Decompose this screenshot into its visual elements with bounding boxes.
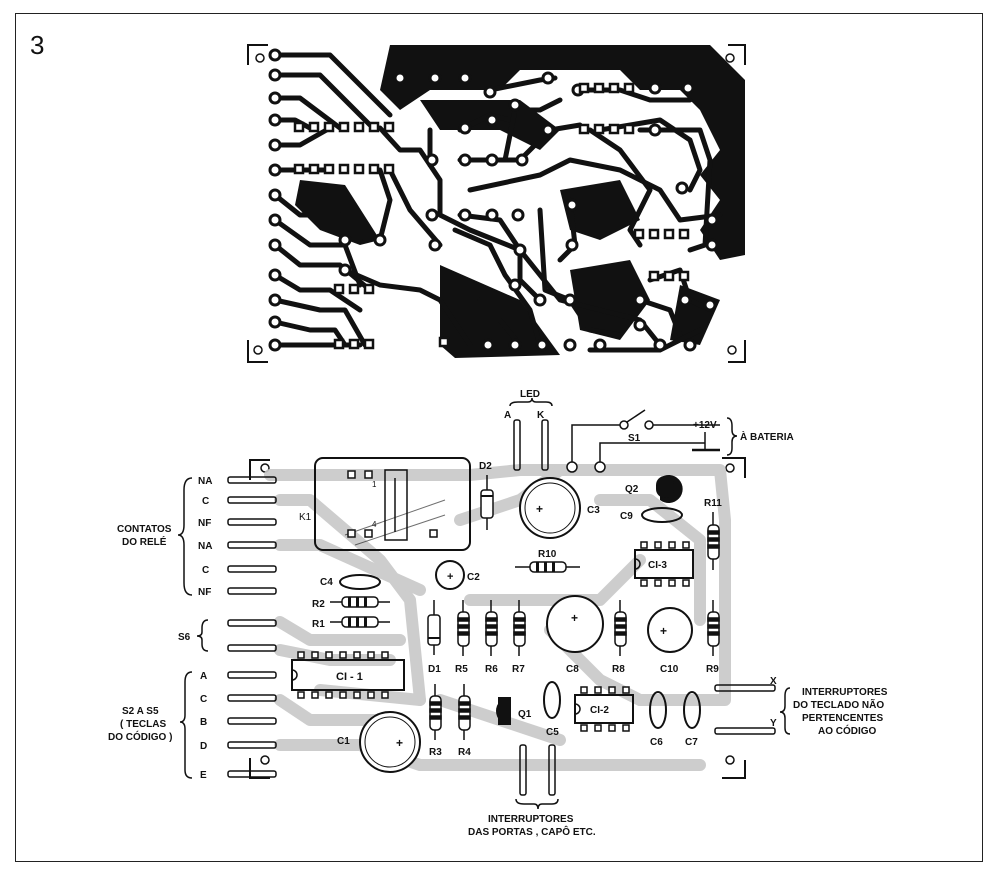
label-s6: S6 [178,632,191,643]
label-c7: C7 [685,737,698,748]
label-plus12v: +12V [693,420,717,431]
label-c5: C5 [546,727,559,738]
label-k1: K1 [299,512,312,523]
label-r10: R10 [538,549,557,560]
label-c8: C8 [566,664,579,675]
label-y: Y [770,718,777,729]
code-caption-line-2: ( TECLAS [120,719,166,730]
svg-text:+: + [660,624,667,638]
label-r7: R7 [512,664,525,675]
right-caption-line-3: PERTENCENTES [802,713,883,724]
label-d2: D2 [479,461,492,472]
label-q2: Q2 [625,484,639,495]
code-pin-d: D [200,741,207,752]
relay-caption-line-1: CONTATOS [117,524,172,535]
label-ci-3: CI-3 [648,560,667,571]
figure-number: 3 [30,30,45,60]
relay-pin-nf-1: NF [198,518,211,529]
relay-pin-na-1: NA [198,476,212,487]
relay-pin-c-2: C [202,565,209,576]
label-ci-1: CI - 1 [336,671,363,683]
relay-pin-na-2: NA [198,541,212,552]
label-r3: R3 [429,747,442,758]
svg-text:+: + [396,736,403,750]
svg-text:+: + [536,502,543,516]
label-r5: R5 [455,664,468,675]
label-c4: C4 [320,577,333,588]
label-c6: C6 [650,737,663,748]
code-pin-c: C [200,694,207,705]
label-r11: R11 [704,498,722,509]
label-ci-2: CI-2 [590,705,609,716]
label-c10: C10 [660,664,679,675]
label-relay-pin-1: 1 [372,480,377,489]
svg-text:+: + [571,611,578,625]
label-led-k: K [537,410,545,421]
code-pin-e: E [200,770,207,781]
pcb-copper-layout [247,44,746,363]
bottom-caption-line-1: INTERRUPTORES [488,814,574,825]
label-s1: S1 [628,433,641,444]
right-caption-line-2: DO TECLADO NÃO [793,698,884,711]
label-r8: R8 [612,664,625,675]
code-pin-a: A [200,671,207,682]
label-r9: R9 [706,664,719,675]
code-caption-line-3: DO CÓDIGO ) [108,730,172,743]
label-d1: D1 [428,664,441,675]
code-caption-line-1: S2 A S5 [122,706,159,717]
relay-caption-line-2: DO RELÉ [122,535,167,548]
label-c9: C9 [620,511,633,522]
label-x: X [770,676,777,687]
label-relay-pin-4: 4 [372,520,377,529]
right-caption-line-1: INTERRUPTORES [802,687,888,698]
bottom-caption-line-2: DAS PORTAS , CAPÔ ETC. [468,825,596,838]
relay-pin-nf-2: NF [198,587,211,598]
label-r2: R2 [312,599,325,610]
right-caption-line-4: AO CÓDIGO [818,724,877,737]
label-r4: R4 [458,747,471,758]
code-pin-b: B [200,717,207,728]
relay-pin-c-1: C [202,496,209,507]
label-q1: Q1 [518,709,532,720]
label-r6: R6 [485,664,498,675]
label-c1: C1 [337,736,350,747]
label-led-a: A [504,410,511,421]
label-bateria: À BATERIA [740,430,794,443]
svg-text:+: + [447,571,453,583]
label-led: LED [520,389,540,400]
label-c3: C3 [587,505,600,516]
label-r1: R1 [312,619,325,630]
label-c2: C2 [467,572,480,583]
component-layout: K1 1 4 NA C NF NA C NF CONTATO [108,389,888,838]
